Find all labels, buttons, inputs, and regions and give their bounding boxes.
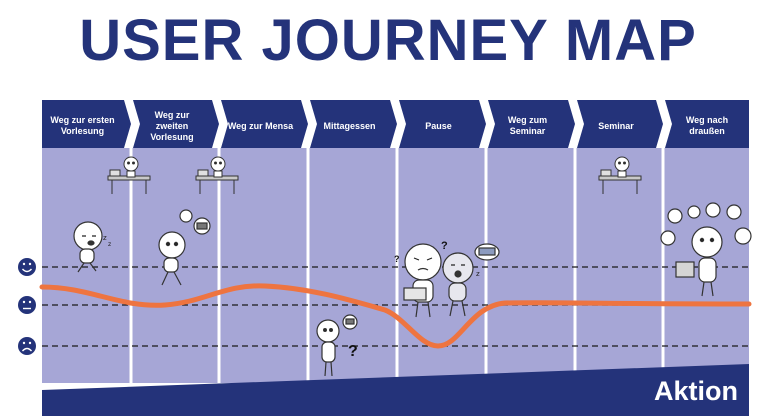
action-bar	[42, 364, 749, 416]
svg-text:?: ?	[441, 240, 448, 252]
stage-label-5: Pause	[425, 120, 452, 131]
thinking-figure: ?	[316, 314, 358, 377]
svg-text:z: z	[108, 241, 111, 248]
stage-bar	[42, 100, 749, 148]
emotion-curve	[39, 283, 752, 349]
happy-face-icon	[18, 258, 36, 276]
tired-figures: ? ? z	[394, 240, 500, 318]
sleepy-walking-figure: z z	[73, 221, 111, 273]
stage-label-8: Weg nach draußen	[685, 115, 729, 136]
emotion-guides	[42, 266, 749, 347]
stage-label-2: Weg zur zweiten Vorlesung	[150, 109, 194, 142]
stage-bar-cell-3	[221, 100, 308, 148]
page-title: USER JOURNEY MAP	[79, 8, 697, 73]
stage-label-6: Weg zum Seminar	[507, 115, 548, 136]
sad-face-icon	[18, 337, 36, 355]
stage-bar-cell-4	[310, 100, 397, 148]
svg-text:?: ?	[394, 254, 400, 264]
stage-bar-cell-1	[42, 100, 131, 148]
action-label: Aktion	[654, 376, 738, 406]
stage-bar-cell-2	[133, 100, 219, 148]
stage-bar-cell-7	[577, 100, 663, 148]
neutral-face-icon	[18, 296, 36, 314]
svg-text:z: z	[103, 234, 107, 242]
stage-bar-cell-5	[399, 100, 486, 148]
stage-bar-cell-6	[488, 100, 575, 148]
leaving-figure	[660, 202, 752, 297]
svg-text:z: z	[476, 270, 480, 278]
stage-label-7: Seminar	[598, 120, 634, 131]
svg-text:?: ?	[348, 343, 358, 360]
stage-label-1: Weg zur ersten Vorlesung	[50, 115, 115, 136]
stage-label-3: Weg zur Mensa	[227, 120, 294, 131]
desk-figure-3	[598, 156, 642, 194]
walking-figure	[158, 209, 211, 286]
stage-bar-cell-8	[665, 100, 749, 148]
stage-label-4: Mittagessen	[323, 120, 376, 131]
desk-figure-2	[195, 156, 239, 194]
desk-figure-1	[107, 156, 151, 194]
